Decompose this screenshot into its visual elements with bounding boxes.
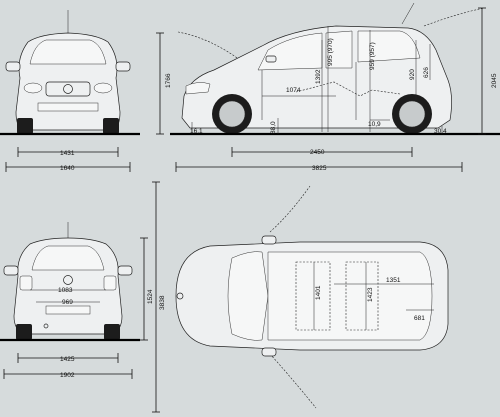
seat-height-label: 1392 xyxy=(315,69,322,84)
rear-opening-width-label: 1083 xyxy=(58,287,73,294)
left-headlight xyxy=(23,82,43,94)
door-lines xyxy=(261,62,357,120)
top-seats xyxy=(295,261,379,331)
rear-logo xyxy=(63,275,73,285)
front-right-tire xyxy=(103,118,119,134)
hood-swing-arc xyxy=(177,31,241,61)
step-label: 10,9 xyxy=(368,121,381,128)
rear-antenna xyxy=(401,2,415,25)
front-view xyxy=(0,10,164,172)
rear-right-mirror xyxy=(117,265,133,276)
rear-side-window xyxy=(357,30,421,63)
rear-plate xyxy=(45,305,91,315)
side-mirror xyxy=(265,55,277,63)
side-view xyxy=(170,2,500,172)
left-taillight xyxy=(19,275,33,291)
top-right-mirror xyxy=(261,347,277,357)
side-headlight xyxy=(185,82,211,95)
vw-logo xyxy=(63,84,73,94)
rear-left-mirror xyxy=(3,265,19,276)
rear-window xyxy=(31,245,105,271)
rear-track-label: 1425 xyxy=(60,356,75,363)
top-left-mirror xyxy=(261,235,277,245)
overall-length-vertical-label: 3838 xyxy=(159,295,166,310)
interior-length-label: 1074 xyxy=(286,87,301,94)
front-width-label: 1640 xyxy=(60,165,75,172)
mid-window xyxy=(325,30,353,69)
top-door-arc-upper xyxy=(269,185,311,233)
side-ground-mid-label: 88,0 xyxy=(270,121,277,134)
front-left-tire xyxy=(17,118,33,134)
tailgate-swing-arc xyxy=(423,7,485,27)
cabin-length-label: 1351 xyxy=(386,277,401,284)
rear-ground-label: 30,4 xyxy=(434,128,447,135)
side-ground-front-label: 16,1 xyxy=(190,128,203,135)
door-height-label: 995 (970) xyxy=(327,38,334,66)
right-headlight xyxy=(93,82,113,94)
rear-view xyxy=(0,181,160,413)
side-rear-rim xyxy=(398,100,426,128)
top-logo xyxy=(176,292,184,300)
rear-inner-width-label: 969 xyxy=(62,299,73,306)
front-seat-label: 1401 xyxy=(315,285,322,300)
side-length-label: 3825 xyxy=(312,165,327,172)
rear-seat-label: 920 xyxy=(409,69,416,80)
top-roof xyxy=(267,251,433,341)
rear-door-height-label: 959 (957) xyxy=(369,42,376,70)
top-view xyxy=(175,185,449,409)
front-track-label: 1431 xyxy=(60,150,75,157)
top-door-arc-lower xyxy=(269,353,317,409)
right-taillight xyxy=(103,275,117,291)
rear-seat-top-label: 1423 xyxy=(367,287,374,302)
overall-height-label: 2045 xyxy=(491,73,498,88)
exhaust xyxy=(43,323,49,329)
front-plate xyxy=(37,102,99,112)
side-front-rim xyxy=(218,100,246,128)
rear-opening-label: 626 xyxy=(423,67,430,78)
front-height-label: 1766 xyxy=(165,73,172,88)
wheelbase-label: 2450 xyxy=(310,149,325,156)
top-windshield xyxy=(227,251,269,341)
seat-outline xyxy=(295,81,401,97)
trunk-label: 681 xyxy=(414,315,425,322)
rear-right-tire xyxy=(104,324,120,340)
right-mirror xyxy=(115,61,131,72)
rear-height-label: 1524 xyxy=(147,289,154,304)
windshield xyxy=(29,39,107,65)
rear-left-tire xyxy=(16,324,32,340)
rear-width-mirrors-label: 1902 xyxy=(60,372,75,379)
left-mirror xyxy=(5,61,21,72)
